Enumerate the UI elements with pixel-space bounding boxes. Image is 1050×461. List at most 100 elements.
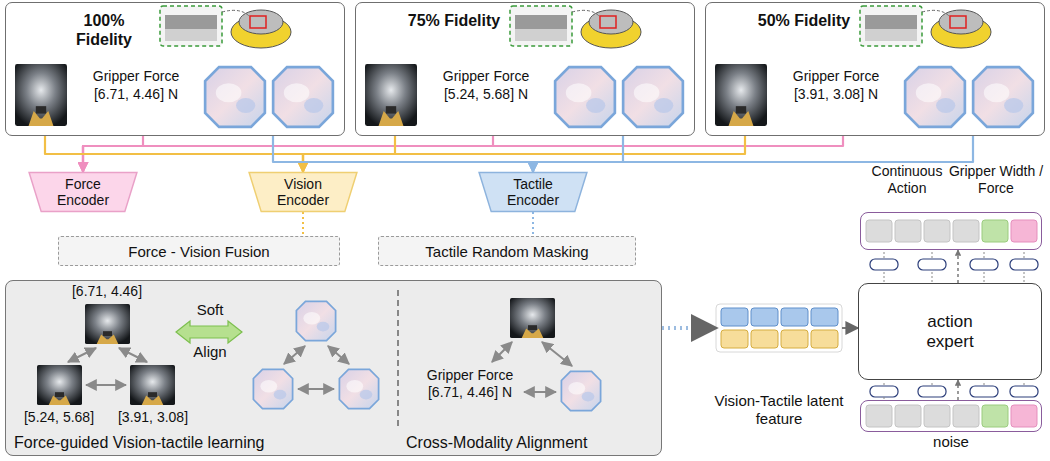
node-title: noise xyxy=(861,433,1041,451)
svg-rect xyxy=(982,405,1008,427)
node-text: Gripper Force [5.24, 5.68] N xyxy=(424,67,548,103)
svg-rect xyxy=(924,405,950,427)
svg-rect xyxy=(716,304,842,352)
svg-rect xyxy=(5,280,662,456)
diagram-label: [6.71, 4.46] xyxy=(62,283,152,299)
encoder-trapezoid: Force Encoder xyxy=(28,172,138,212)
svg-polygon xyxy=(176,321,242,343)
node-title: 75% Fidelity xyxy=(406,11,502,30)
latent-feature: Vision-Tactile latent feature xyxy=(716,304,842,352)
svg-rect xyxy=(970,386,998,397)
svg-rect xyxy=(970,259,998,270)
latent-bars xyxy=(716,304,842,352)
panel-images xyxy=(15,6,1033,127)
fidelity-panel: 75% FidelityGripper Force [5.24, 5.68] N xyxy=(355,2,695,136)
svg-rect xyxy=(721,330,748,348)
trapezoid-shape xyxy=(479,172,587,211)
node-text: Gripper Width / Force xyxy=(947,163,1045,197)
svg-rect xyxy=(924,220,950,242)
svg-rect xyxy=(811,330,838,348)
connector xyxy=(957,380,958,400)
action-expert-box: action expert xyxy=(858,283,1042,380)
svg-line xyxy=(397,290,399,428)
svg-rect xyxy=(1011,405,1037,427)
connector xyxy=(45,136,303,172)
connector xyxy=(303,136,745,172)
output-token-box: Continuous ActionGripper Width / Force xyxy=(860,212,1042,250)
svg-line xyxy=(284,346,305,364)
encoder-trapezoid: Tactile Encoder xyxy=(478,172,588,212)
svg-use xyxy=(253,369,292,408)
connector xyxy=(662,326,716,330)
svg-use xyxy=(85,304,130,344)
svg-rect xyxy=(751,308,778,326)
svg-use xyxy=(37,365,82,405)
process-box: Force - Vision Fusion xyxy=(58,236,340,266)
svg-use xyxy=(365,6,683,127)
svg-rect xyxy=(811,308,838,326)
svg-rect xyxy=(982,220,1008,242)
svg-line xyxy=(524,391,556,393)
node-title: Vision-Tactile latent feature xyxy=(712,392,846,428)
svg-rect xyxy=(1010,386,1038,397)
encoder-trapezoid: Vision Encoder xyxy=(248,172,358,212)
node-title: 50% Fidelity xyxy=(756,11,852,30)
svg-rect xyxy=(918,386,946,397)
svg-line xyxy=(542,342,572,366)
process-box: Tactile Random Masking xyxy=(378,236,636,266)
node-title: Tactile Encoder xyxy=(495,176,571,208)
svg-rect xyxy=(781,308,808,326)
svg-use xyxy=(715,6,1033,127)
diagram-label: Gripper Force [6.71, 4.46] N xyxy=(418,367,522,401)
svg-use xyxy=(130,365,175,405)
node-text: Cross-Modality Alignment xyxy=(406,434,587,452)
diagram-label: [5.24, 5.68] xyxy=(12,409,106,425)
node-title: action expert xyxy=(905,312,995,352)
svg-line xyxy=(119,348,147,362)
diagram-label: [3.91, 3.08] xyxy=(106,409,200,425)
svg-rect xyxy=(1010,259,1038,270)
fidelity-panel: 100% FidelityGripper Force [6.71, 4.46] … xyxy=(5,2,345,136)
trapezoid-shape xyxy=(249,172,357,211)
node-title: Force Encoder xyxy=(45,176,121,208)
svg-use xyxy=(15,6,333,127)
learning-panel: Force-guided Vision-tactile learning Cros… xyxy=(5,280,662,456)
node-text: Gripper Force [3.91, 3.08] N xyxy=(774,67,898,103)
svg-rect xyxy=(721,308,748,326)
svg-rect xyxy=(953,405,979,427)
svg-rect xyxy=(781,330,808,348)
svg-rect xyxy=(751,330,778,348)
connector xyxy=(957,250,958,283)
svg-rect xyxy=(918,259,946,270)
svg-use xyxy=(510,298,555,338)
connector xyxy=(842,327,858,329)
svg-line xyxy=(492,342,512,362)
svg-line xyxy=(86,384,126,386)
svg-use xyxy=(296,301,335,340)
node-title: Force - Vision Fusion xyxy=(128,243,269,260)
node-title: Vision Encoder xyxy=(265,176,341,208)
diagram-label: Align xyxy=(180,343,240,360)
svg-use xyxy=(561,371,600,410)
node-title: Continuous Action xyxy=(863,163,951,197)
connector xyxy=(273,136,533,172)
node-text: Gripper Force [6.71, 4.46] N xyxy=(74,67,198,103)
alignment-panel-art xyxy=(5,280,662,456)
svg-rect xyxy=(895,220,921,242)
svg-rect xyxy=(953,220,979,242)
svg-line xyxy=(68,348,96,362)
trapezoid-shape xyxy=(29,172,137,211)
node-title: Force-guided Vision-tactile learning xyxy=(14,434,265,452)
connector xyxy=(532,212,534,236)
node-title: 100% Fidelity xyxy=(56,11,152,49)
svg-rect xyxy=(870,386,898,397)
fidelity-panel: 50% FidelityGripper Force [3.91, 3.08] N xyxy=(705,2,1045,136)
svg-line xyxy=(328,346,349,364)
noise-token-box: noise xyxy=(860,400,1042,432)
connector xyxy=(302,212,304,236)
svg-rect xyxy=(895,405,921,427)
svg-rect xyxy=(866,220,892,242)
